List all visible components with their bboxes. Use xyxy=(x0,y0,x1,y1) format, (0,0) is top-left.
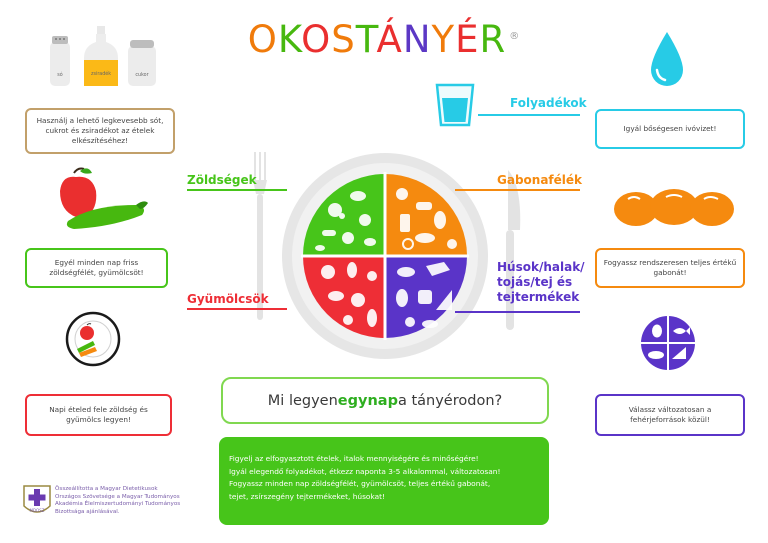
credit-text: Összeállította a Magyar Dietetikusok Ors… xyxy=(55,486,181,515)
info-box: Figyelj az elfogyasztott ételek, italok … xyxy=(219,437,549,525)
fruit-silhouettes xyxy=(321,262,377,327)
title-letter: R xyxy=(479,18,507,61)
fork-icon xyxy=(253,152,267,320)
tip-box-proteins: Válassz változatosan a fehérjeforrások k… xyxy=(595,394,745,436)
connector-proteins xyxy=(455,311,580,313)
connector-vegetables xyxy=(187,189,287,191)
connector-fruits xyxy=(187,308,287,310)
salt-shaker-icon: só xyxy=(50,36,70,86)
label-fruits: Gyümölcsök xyxy=(187,292,269,306)
title-letter: Y xyxy=(431,18,456,61)
tip-text: Válassz változatosan a fehérjeforrások k… xyxy=(628,405,712,424)
registered-mark: ® xyxy=(509,30,521,42)
protein-circle-icon xyxy=(641,316,695,370)
title-letter: K xyxy=(277,18,302,61)
title-letter: S xyxy=(331,18,356,61)
tip-box-half-plate: Napi ételed fele zöldség és gyümölcs leg… xyxy=(25,394,172,436)
condiments-icon: só zsiradék cukor xyxy=(50,26,156,86)
label-fluids: Folyadékok xyxy=(510,96,587,110)
oil-bottle-icon: zsiradék xyxy=(84,26,118,86)
apple-cucumber-icon xyxy=(60,167,148,229)
mdosz-logo: MDOSZ xyxy=(23,485,51,513)
water-drop-icon xyxy=(651,32,683,86)
label-proteins: Húsok/halak/ tojás/tej és tejtermékek xyxy=(497,260,585,304)
label-grains: Gabonafélék xyxy=(497,173,583,187)
protein-silhouettes xyxy=(396,262,452,328)
title-letter: O xyxy=(301,18,332,61)
water-glass-icon xyxy=(435,83,475,127)
page-title: OKOSTÁNYÉR® xyxy=(0,18,768,61)
half-plate-icon xyxy=(65,311,121,367)
tip-box-grains: Fogyassz rendszeresen teljes értékű gabo… xyxy=(595,248,745,288)
tip-text: Napi ételed fele zöldség és gyümölcs leg… xyxy=(49,405,148,424)
tip-box-condiments: Használj a lehető legkevesebb sót, cukro… xyxy=(25,108,175,154)
connector-grains xyxy=(455,189,580,191)
vegetable-silhouettes xyxy=(315,191,376,251)
logo-text: MDOSZ xyxy=(30,508,45,513)
title-letter: Á xyxy=(376,18,403,61)
tip-text: Igyál bőségesen ivóvizet! xyxy=(623,124,717,133)
title-letter: É xyxy=(455,18,480,61)
tip-text: Egyél minden nap friss zöldségfélét, gyü… xyxy=(49,258,144,277)
jar-label-salt: só xyxy=(57,71,62,78)
grain-silhouettes xyxy=(396,188,457,250)
tip-text: Használj a lehető legkevesebb sót, cukro… xyxy=(36,116,164,145)
question-box: Mi legyen egy nap a tányérodon? xyxy=(221,377,549,424)
title-letter: O xyxy=(247,18,278,61)
title-letter: T xyxy=(355,18,377,61)
tip-box-water: Igyál bőségesen ivóvizet! xyxy=(595,109,745,149)
bread-icon xyxy=(614,189,734,226)
connector-fluids xyxy=(478,114,580,116)
knife-icon xyxy=(506,170,521,330)
jar-label-oil: zsiradék xyxy=(91,70,111,77)
plate-diagram xyxy=(253,152,521,359)
sugar-jar-icon: cukor xyxy=(128,40,156,86)
tip-text: Fogyassz rendszeresen teljes értékű gabo… xyxy=(603,258,737,277)
jar-label-sugar: cukor xyxy=(135,72,148,78)
title-letters: OKOSTÁNYÉR xyxy=(248,18,506,61)
tip-box-fresh-vegetables: Egyél minden nap friss zöldségfélét, gyü… xyxy=(25,248,168,288)
title-letter: N xyxy=(402,18,432,61)
label-vegetables: Zöldségek xyxy=(187,173,257,187)
